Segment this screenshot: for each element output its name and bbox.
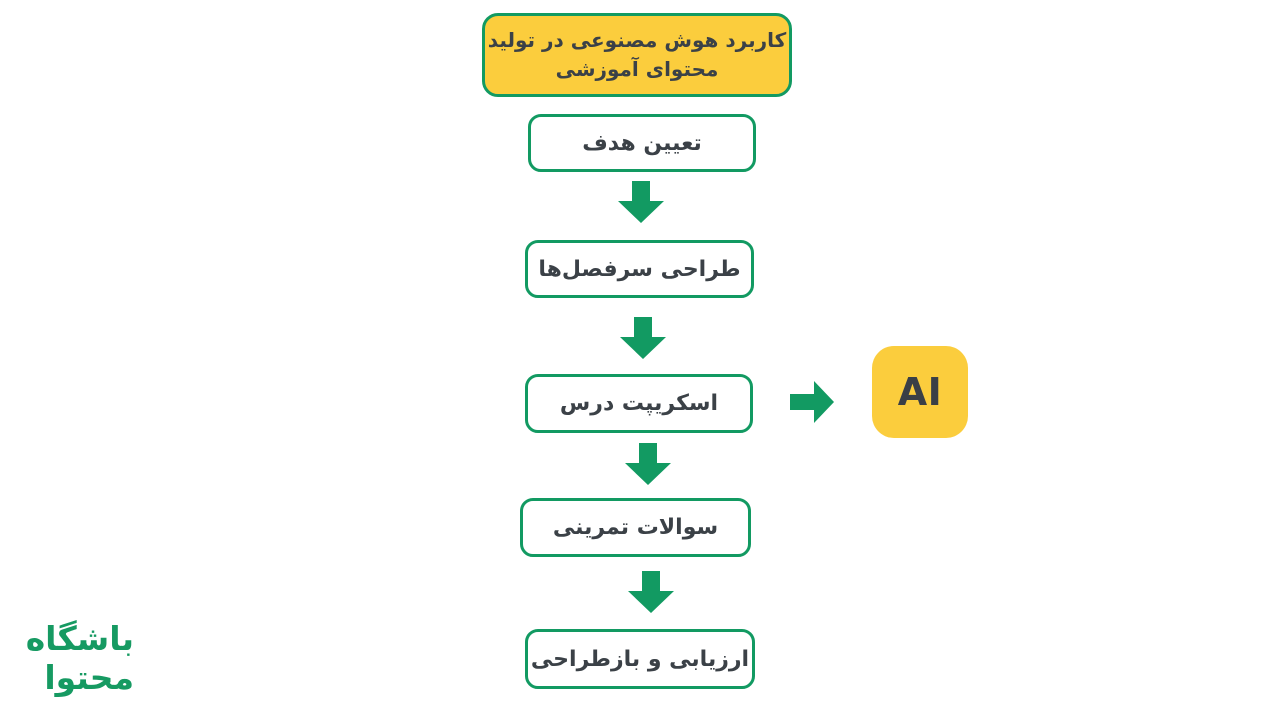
step-box-practice-questions: سوالات تمرینی [520, 498, 751, 557]
brand-logo-line2: محتوا [44, 657, 134, 697]
step-label: ارزیابی و بازطراحی [530, 646, 750, 672]
arrow-down-icon [620, 317, 666, 359]
brand-logo: باشگاه محتوا [14, 619, 134, 698]
flowchart-title-line2: محتوای آموزشی [555, 57, 719, 81]
step-box-set-goal: تعیین هدف [528, 114, 756, 172]
step-box-design-outline: طراحی سرفصل‌ها [525, 240, 754, 298]
flowchart-title: کاربرد هوش مصنوعی در تولید محتوای آموزشی [482, 13, 792, 97]
arrow-down-icon [625, 443, 671, 485]
step-box-evaluate-redesign: ارزیابی و بازطراحی [525, 629, 755, 689]
step-label: طراحی سرفصل‌ها [538, 256, 741, 282]
brand-logo-line1: باشگاه [25, 619, 134, 658]
step-label: تعیین هدف [582, 130, 702, 156]
arrow-right-icon [790, 381, 834, 423]
step-label: سوالات تمرینی [552, 515, 719, 540]
flowchart-title-line1: کاربرد هوش مصنوعی در تولید [487, 28, 787, 52]
step-label: اسکریپت درس [559, 391, 719, 416]
step-box-lesson-script: اسکریپت درس [525, 374, 753, 433]
arrow-down-icon [628, 571, 674, 613]
arrow-down-icon [618, 181, 664, 223]
ai-badge: AI [872, 346, 968, 438]
ai-badge-label: AI [897, 370, 943, 414]
